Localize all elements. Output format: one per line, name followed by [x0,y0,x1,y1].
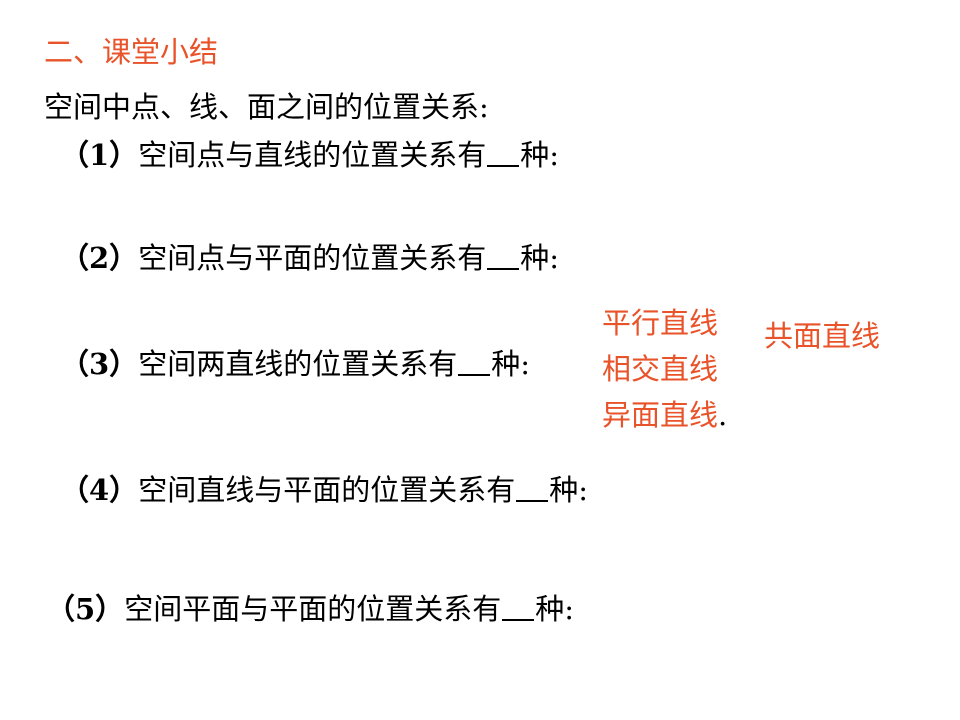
topic-heading: 空间中点、线、面之间的位置关系: [44,90,489,124]
question-text: 空间平面与平面的位置关系有 [124,592,502,626]
question-suffix: 种: [520,241,559,275]
coplanar-lines-label: 共面直线 [764,319,881,353]
question-2: （2）空间点与平面的位置关系有种: [60,240,559,276]
answer-blank [458,348,491,376]
question-4: （4）空间直线与平面的位置关系有种: [60,472,588,508]
question-text: 空间直线与平面的位置关系有 [138,473,516,507]
question-3: （3）空间两直线的位置关系有种: [60,346,530,382]
question-text: 空间点与平面的位置关系有 [138,241,487,275]
question-5: （5）空间平面与平面的位置关系有种: [46,591,574,627]
question-suffix: 种: [520,138,559,172]
answer-parallel-lines: 平行直线 [602,306,719,340]
question-suffix: 种: [549,473,588,507]
question-number: （1） [60,138,139,172]
section-title: 二、课堂小结 [44,35,219,69]
question-text: 空间点与直线的位置关系有 [138,138,487,172]
question-number: （3） [60,347,139,381]
answer-skew-lines: 异面直线. [602,392,727,438]
answer-blank [502,593,535,621]
end-mark: . [718,398,728,432]
question-suffix: 种: [535,592,574,626]
answer-blank [487,139,520,167]
answer-blank [487,242,520,270]
question-suffix: 种: [491,347,530,381]
question-text: 空间两直线的位置关系有 [138,347,458,381]
answer-blank [516,474,549,502]
answer-skew-lines-text: 异面直线 [602,398,719,432]
question-1: （1）空间点与直线的位置关系有种: [60,137,559,173]
question-number: （4） [60,473,139,507]
question-number: （5） [46,592,125,626]
line-relation-answers: 平行直线 相交直线 异面直线. [602,300,727,438]
question-number: （2） [60,241,139,275]
answer-intersecting-lines: 相交直线 [602,352,719,386]
